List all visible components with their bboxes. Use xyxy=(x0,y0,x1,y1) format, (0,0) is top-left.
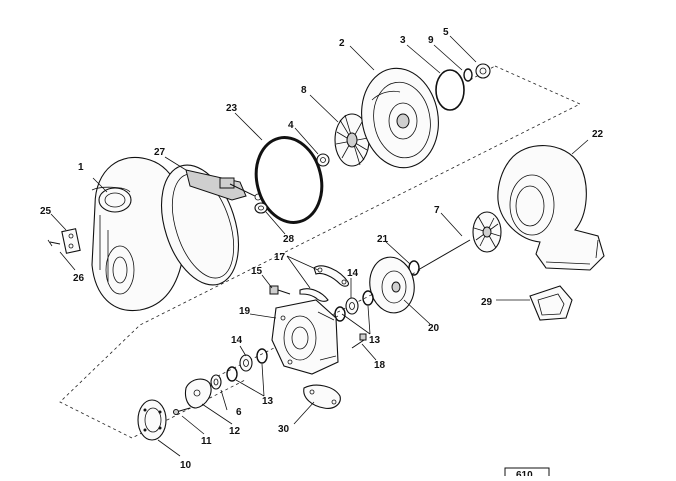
retainer-17 xyxy=(299,265,349,302)
callout-9: 9 xyxy=(428,35,434,46)
retaining-rings-lower xyxy=(226,348,268,382)
insert-5 xyxy=(475,63,491,79)
screw-11 xyxy=(173,407,191,415)
callout-26: 26 xyxy=(73,273,85,284)
callout-13-lower: 13 xyxy=(262,396,274,407)
callout-11: 11 xyxy=(201,436,212,447)
heat-shield xyxy=(369,256,415,314)
wheel-nut-4 xyxy=(316,153,330,167)
callout-20: 20 xyxy=(428,323,440,334)
callout-5: 5 xyxy=(443,27,449,38)
turbine-gasket xyxy=(529,285,573,321)
thrust-bearing-12 xyxy=(184,378,212,409)
callout-27: 27 xyxy=(154,147,166,158)
callout-13-upper: 13 xyxy=(369,335,381,346)
callout-15: 15 xyxy=(251,266,263,277)
retaining-rings-upper xyxy=(334,290,374,322)
fitting-18 xyxy=(351,333,367,349)
callout-17: 17 xyxy=(274,252,286,263)
callout-23: 23 xyxy=(226,103,238,114)
callout-labels: 1 2 3 4 5 6 7 8 9 10 11 12 13 13 14 14 1… xyxy=(40,27,604,471)
shaft-nut-28 xyxy=(254,202,268,214)
o-ring xyxy=(254,136,324,224)
v-band-clamp xyxy=(161,164,262,286)
callout-25: 25 xyxy=(40,206,52,217)
seal-ring-3 xyxy=(435,69,465,111)
center-housing xyxy=(271,299,339,375)
callout-18: 18 xyxy=(374,360,386,371)
callout-7: 7 xyxy=(434,205,440,216)
callout-8: 8 xyxy=(301,85,307,96)
journal-bearing-lower xyxy=(239,354,253,372)
callout-6: 6 xyxy=(236,407,242,418)
thrust-plate-10 xyxy=(137,399,167,441)
callout-14-upper: 14 xyxy=(347,268,359,279)
callout-19: 19 xyxy=(239,306,251,317)
callout-22: 22 xyxy=(592,129,604,140)
callout-30: 30 xyxy=(278,424,290,435)
journal-bearing-upper xyxy=(345,297,359,315)
callout-1: 1 xyxy=(78,162,84,173)
callout-28: 28 xyxy=(283,234,295,245)
compressor-backplate xyxy=(361,67,439,169)
callout-21: 21 xyxy=(377,234,389,245)
callout-12: 12 xyxy=(229,426,241,437)
snap-ring-9 xyxy=(463,68,473,82)
turbine-wheel-shaft xyxy=(417,211,502,271)
thrust-ring-6 xyxy=(210,374,222,390)
turbine-housing xyxy=(497,145,605,271)
callout-29: 29 xyxy=(481,297,493,308)
callout-14-lower: 14 xyxy=(231,335,243,346)
bolt-15 xyxy=(269,285,291,295)
oil-gasket-30 xyxy=(303,384,341,409)
leader-lines xyxy=(50,35,589,457)
callout-3: 3 xyxy=(400,35,406,46)
cover-plate xyxy=(61,228,81,254)
callout-2: 2 xyxy=(339,38,345,49)
figure-reference-code: 610 xyxy=(516,470,533,476)
plate-screw xyxy=(47,239,61,247)
callout-4: 4 xyxy=(288,120,294,131)
callout-10: 10 xyxy=(180,460,192,471)
figure-reference-box: 610 xyxy=(504,467,550,481)
